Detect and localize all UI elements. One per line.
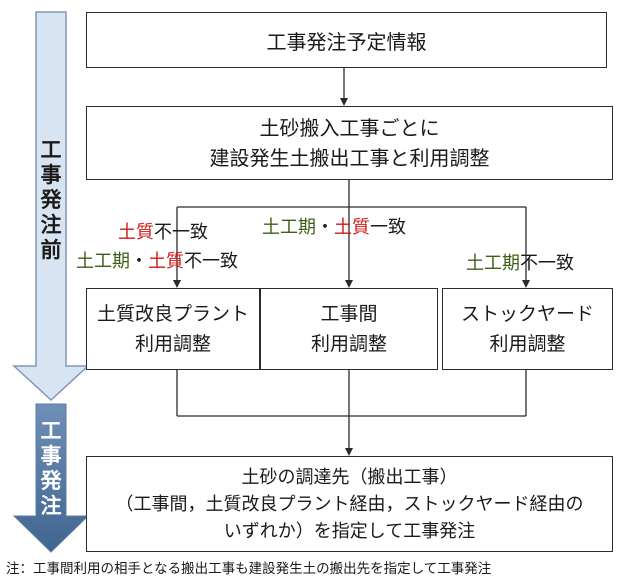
pre-order-phase-arrow bbox=[12, 11, 90, 402]
condition-period-soil-match: 土工期・土質一致 bbox=[262, 217, 406, 238]
inter-project-adjustment-box: 工事間 利用調整 bbox=[260, 288, 438, 370]
footnote: 注：工事間利用の相手となる搬出工事も建設発生土の搬出先を指定して工事発注 bbox=[6, 561, 492, 577]
condition-period-soil-mismatch: 土工期・土質不一致 bbox=[76, 251, 238, 272]
condition-period-mismatch: 土工期不一致 bbox=[466, 253, 574, 274]
order-phase-label: 工事発注 bbox=[40, 419, 62, 518]
stockyard-adjustment-box: ストックヤード 利用調整 bbox=[442, 288, 613, 370]
procurement-destination-box: 土砂の調達先（搬出工事） （工事間，土質改良プラント経由，ストックヤード経由の … bbox=[86, 456, 613, 552]
usage-adjustment-box: 土砂搬入工事ごとに 建設発生土搬出工事と利用調整 bbox=[86, 106, 613, 180]
soil-plant-adjustment-box: 土質改良プラント 利用調整 bbox=[86, 288, 260, 370]
order-phase-arrow bbox=[12, 403, 90, 553]
condition-soil-mismatch: 土質不一致 bbox=[118, 222, 208, 243]
pre-order-phase-label: 工事発注前 bbox=[40, 138, 62, 262]
order-schedule-info-box: 工事発注予定情報 bbox=[86, 12, 607, 68]
